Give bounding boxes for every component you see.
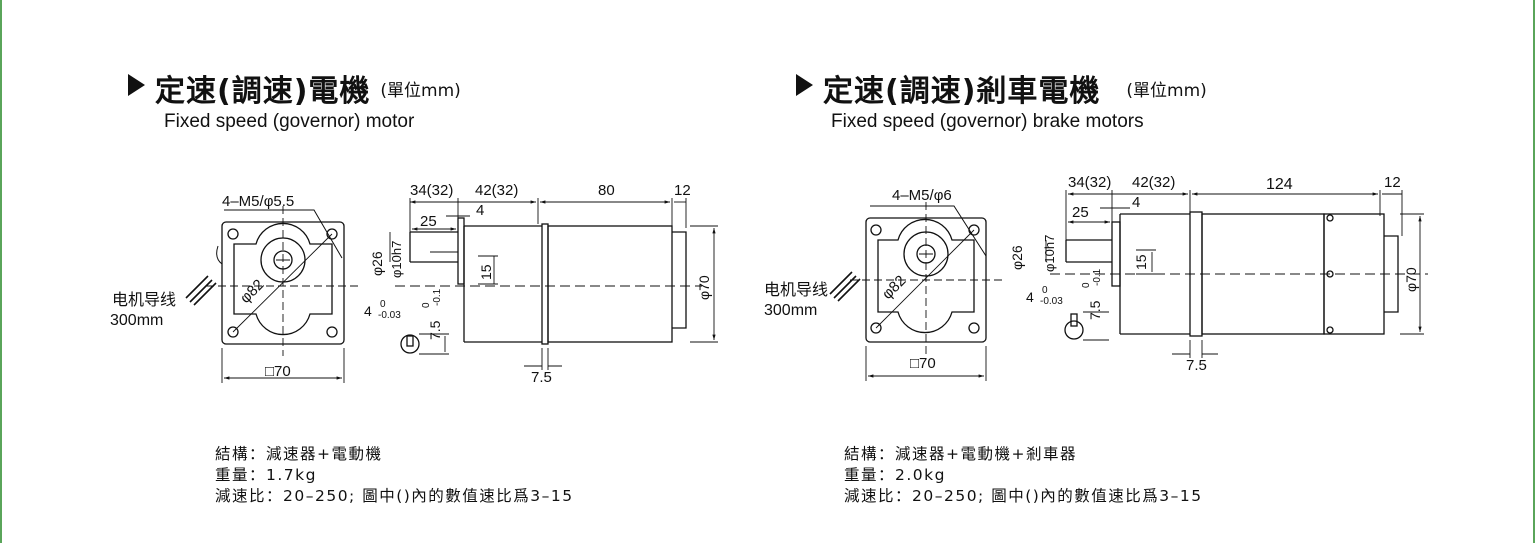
page-border-left [0,0,2,543]
spec-structure: 結構：減速器+電動機+剎車器 [844,445,1077,463]
key-width-tol-bottom: -0.03 [378,310,401,321]
mount-hole-icon [870,224,882,236]
keyway-slot [406,335,414,347]
end-length-label: 12 [1384,174,1401,191]
shaft-length-label: 34(32) [1068,174,1111,191]
key-gap-label: 4 [1132,194,1140,211]
gearhead-outline [463,225,542,343]
key-length-label: 25 [1072,204,1089,221]
flange-size-label: □70 [910,355,936,372]
motor-drawing: 4–M5/φ5.5 φ82 电机导线 300mm □70 34(32) 42(3… [110,182,718,386]
body-dia-label: φ70 [1403,267,1419,292]
shaft-collar [1111,221,1121,287]
end-length-label: 12 [674,182,691,199]
flange-plate [541,223,549,345]
keyway-detail-circle [400,334,420,354]
lead-wire-icon [829,271,861,302]
triangle-bullet-icon [796,74,813,96]
key-depth-tol-bottom: -0.1 [432,288,443,306]
key-depth-tol-bottom: -0.1 [1092,268,1103,286]
unit-label: (單位mm) [380,80,461,101]
spec-weight: 重量：1.7kg [215,466,317,484]
keyway-slot [1070,313,1078,327]
body-dia-label: φ70 [696,275,712,300]
key-height-label: 15 [478,264,494,280]
bolt-spec-label: 4–M5/φ6 [892,187,952,204]
pcd-label: φ82 [879,272,910,303]
shaft-dia-label: φ26 [369,251,385,276]
shaft-dia-label: φ26 [1009,245,1025,270]
key-width-tol-top: 0 [1042,285,1048,296]
mount-hole-icon [227,228,239,240]
spec-ratio: 減速比：20–250; 圖中()內的數值速比爲3–15 [844,487,1203,505]
motor-body [547,225,673,343]
shaft-outline [1065,239,1112,263]
title-chinese: 定速(調速)剎車電機 [823,74,1101,109]
shaft-fit-label: φ10h7 [1042,235,1057,272]
spec-structure: 結構：減速器+電動機 [215,445,383,463]
gear-length-label: 42(32) [475,182,518,199]
key-gap-label: 4 [476,202,484,219]
lead-wire-label: 电机导线 [764,281,828,299]
lead-wire-length: 300mm [764,302,817,319]
body-length-label: 80 [598,182,615,199]
lead-wire-label: 电机导线 [112,291,176,309]
title-english: Fixed speed (governor) brake motors [831,111,1144,132]
title-english: Fixed speed (governor) motor [164,111,415,132]
flange-thickness-label: 7.5 [1186,357,1207,374]
gear-length-label: 42(32) [1132,174,1175,191]
front-body-outline [877,218,975,334]
spec-ratio: 減速比：20–250; 圖中()內的數值速比爲3–15 [215,487,574,505]
key-width-label: 4 [364,303,372,319]
mount-hole-icon [227,326,239,338]
key-height-label: 15 [1133,254,1149,270]
shaft-outline [410,231,458,263]
triangle-bullet-icon [128,74,145,96]
page-border-right [1533,0,1535,543]
key-depth-label: 7.5 [427,320,443,340]
key-depth-tol-top: 0 [421,302,432,308]
mount-hole-icon [968,322,980,334]
shaft-collar [457,217,465,285]
flange-size-label: □70 [265,363,291,380]
lead-wire-length: 300mm [110,312,163,329]
mount-hole-icon [326,326,338,338]
pcd-diagonal [875,229,975,329]
bolt-spec-label: 4–M5/φ5.5 [222,193,294,210]
front-centerlines [206,206,362,356]
title-chinese: 定速(調速)電機 [155,74,371,109]
key-depth-label: 7.5 [1087,300,1103,320]
unit-label: (單位mm) [1126,80,1207,101]
key-width-tol-bottom: -0.03 [1040,296,1063,307]
shaft-length-label: 34(32) [410,182,453,199]
mount-hole-icon [326,228,338,240]
section-heading: 定速(調速)電機 (單位mm) [128,66,461,110]
shaft-fit-label: φ10h7 [389,241,404,278]
key-length-label: 25 [420,213,437,230]
lead-wire-icon [185,275,217,306]
key-width-tol-top: 0 [380,299,386,310]
motor-endcap [672,231,687,329]
spec-list: 結構：減速器+電動機 重量：1.7kg 減速比：20–250; 圖中()內的數值… [215,444,574,507]
spec-weight: 重量：2.0kg [844,466,946,484]
section-heading: 定速(調速)剎車電機 (單位mm) [796,66,1207,110]
brake-motor-drawing: 4–M5/φ6 φ82 电机导线 300mm □70 34(32) 42(32)… [764,174,1428,381]
pcd-diagonal [232,233,333,333]
key-depth-tol-top: 0 [1081,282,1092,288]
spec-list: 結構：減速器+電動機+剎車器 重量：2.0kg 減速比：20–250; 圖中()… [844,444,1203,507]
key-width-label: 4 [1026,289,1034,305]
front-centerlines [850,202,1004,354]
body-length-label: 124 [1266,176,1293,193]
flange-thickness-label: 7.5 [531,369,552,386]
mount-hole-icon [870,322,882,334]
front-body-outline [233,222,333,336]
keyway-detail-circle [1064,320,1084,340]
